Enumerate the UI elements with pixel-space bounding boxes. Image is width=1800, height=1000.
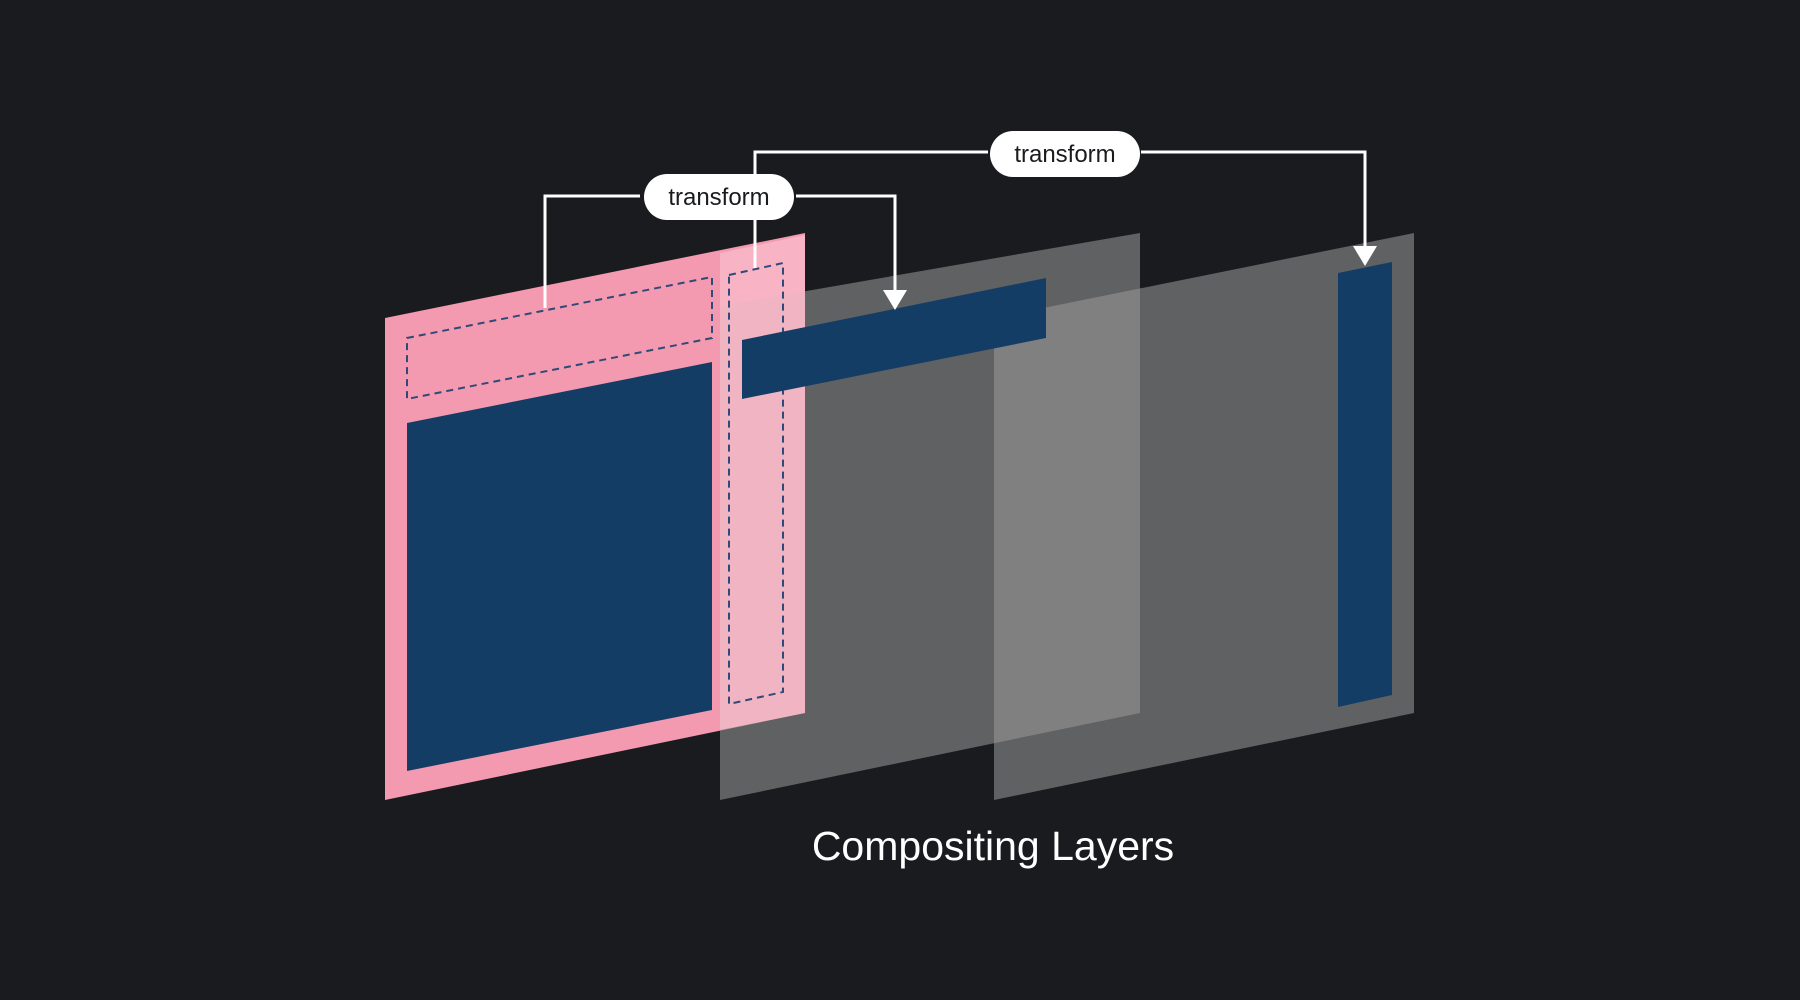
gray-layer-back xyxy=(994,233,1414,800)
page-sidebar-strip xyxy=(720,235,805,730)
diagram-caption: Compositing Layers xyxy=(812,823,1174,869)
pill-left-text: transform xyxy=(668,184,769,211)
arrowhead-right xyxy=(1353,246,1377,266)
transform-label-right: transform xyxy=(990,131,1140,177)
dashed-header-region xyxy=(406,275,713,401)
pill-left xyxy=(644,174,794,220)
arrowhead-left xyxy=(883,290,907,310)
content-block-main xyxy=(407,362,712,771)
dashed-sidebar-region xyxy=(728,261,784,706)
sidebar-bar-layer xyxy=(1338,262,1392,707)
header-bar-layer xyxy=(742,278,1046,399)
connector-left xyxy=(543,194,897,308)
transform-label-left: transform xyxy=(644,174,794,220)
pill-right-text: transform xyxy=(1014,141,1115,168)
connector-right xyxy=(753,150,1367,268)
pill-right xyxy=(990,131,1140,177)
